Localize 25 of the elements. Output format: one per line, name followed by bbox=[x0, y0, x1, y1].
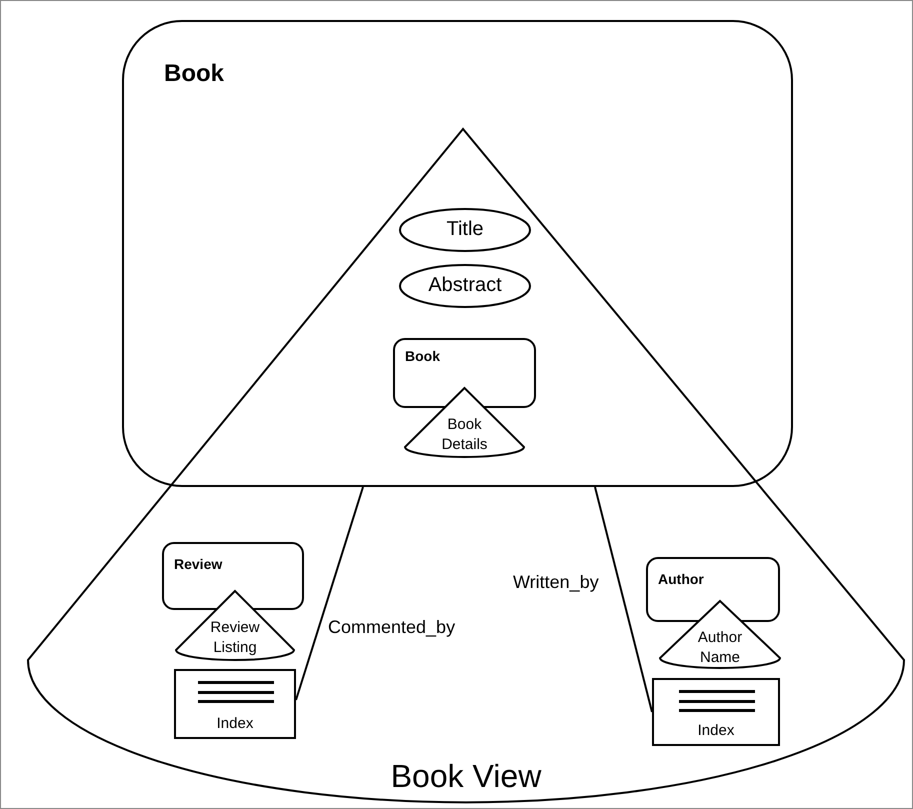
cone-shape bbox=[403, 387, 526, 459]
edge-label: Commented_by bbox=[328, 617, 456, 638]
connector-line bbox=[295, 486, 364, 700]
index-label: Index bbox=[216, 715, 254, 732]
ellipse-shape bbox=[399, 264, 531, 308]
ellipse-label: Title bbox=[445, 218, 485, 241]
box-heading: Book bbox=[405, 348, 440, 364]
box-heading: Review bbox=[174, 556, 222, 572]
cone-shape bbox=[658, 600, 782, 670]
index-box bbox=[174, 669, 296, 739]
index-box bbox=[652, 678, 780, 746]
ellipse-label: Abstract bbox=[427, 274, 503, 297]
cone-shape bbox=[25, 128, 907, 804]
cone-label: Author Name bbox=[696, 628, 744, 668]
index-label: Index bbox=[696, 722, 736, 739]
cone-label: Review Listing bbox=[209, 618, 261, 658]
connector-line bbox=[594, 486, 653, 712]
box-heading: Author bbox=[658, 571, 704, 587]
cone-label: Book Details bbox=[440, 415, 488, 455]
ellipse-shape bbox=[399, 208, 531, 252]
rounded-box bbox=[122, 20, 793, 487]
edge-label: Written_by bbox=[513, 572, 599, 593]
diagram-caption: Book View bbox=[390, 758, 542, 795]
box-heading: Book bbox=[164, 60, 224, 88]
cone-shape bbox=[174, 590, 296, 662]
